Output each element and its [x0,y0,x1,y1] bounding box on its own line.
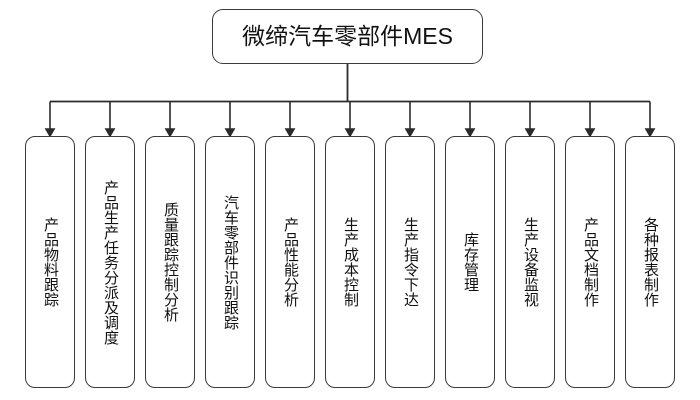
leaf-node-1[interactable]: 产品物料跟踪 [25,136,75,388]
root-node-label: 微缔汽车零部件MES [242,23,453,49]
leaf-node-label: 质量跟踪控制分析 [162,202,179,322]
leaf-node-10[interactable]: 产品文档制作 [565,136,615,388]
root-node[interactable]: 微缔汽车零部件MES [212,9,483,64]
leaf-node-6[interactable]: 生产成本控制 [325,136,375,388]
leaf-node-2[interactable]: 产品生产任务分派及调度 [85,136,135,388]
leaf-node-label: 产品文档制作 [582,217,599,307]
leaf-node-label: 各种报表制作 [642,217,659,307]
leaf-node-label: 产品生产任务分派及调度 [102,179,119,345]
leaf-node-8[interactable]: 库存管理 [445,136,495,388]
leaf-node-label: 生产指令下达 [402,217,419,307]
leaf-node-label: 汽车零部件识别跟踪 [222,194,239,330]
leaf-node-3[interactable]: 质量跟踪控制分析 [145,136,195,388]
leaf-node-label: 产品物料跟踪 [42,217,59,307]
leaf-node-9[interactable]: 生产设备监视 [505,136,555,388]
leaf-node-4[interactable]: 汽车零部件识别跟踪 [205,136,255,388]
leaf-node-label: 库存管理 [462,232,479,292]
leaf-node-label: 产品性能分析 [282,217,299,307]
leaf-node-label: 生产成本控制 [342,217,359,307]
leaf-node-7[interactable]: 生产指令下达 [385,136,435,388]
drop-lines [44,101,656,138]
leaf-node-label: 生产设备监视 [522,217,539,307]
leaf-node-5[interactable]: 产品性能分析 [265,136,315,388]
leaf-node-11[interactable]: 各种报表制作 [625,136,675,388]
